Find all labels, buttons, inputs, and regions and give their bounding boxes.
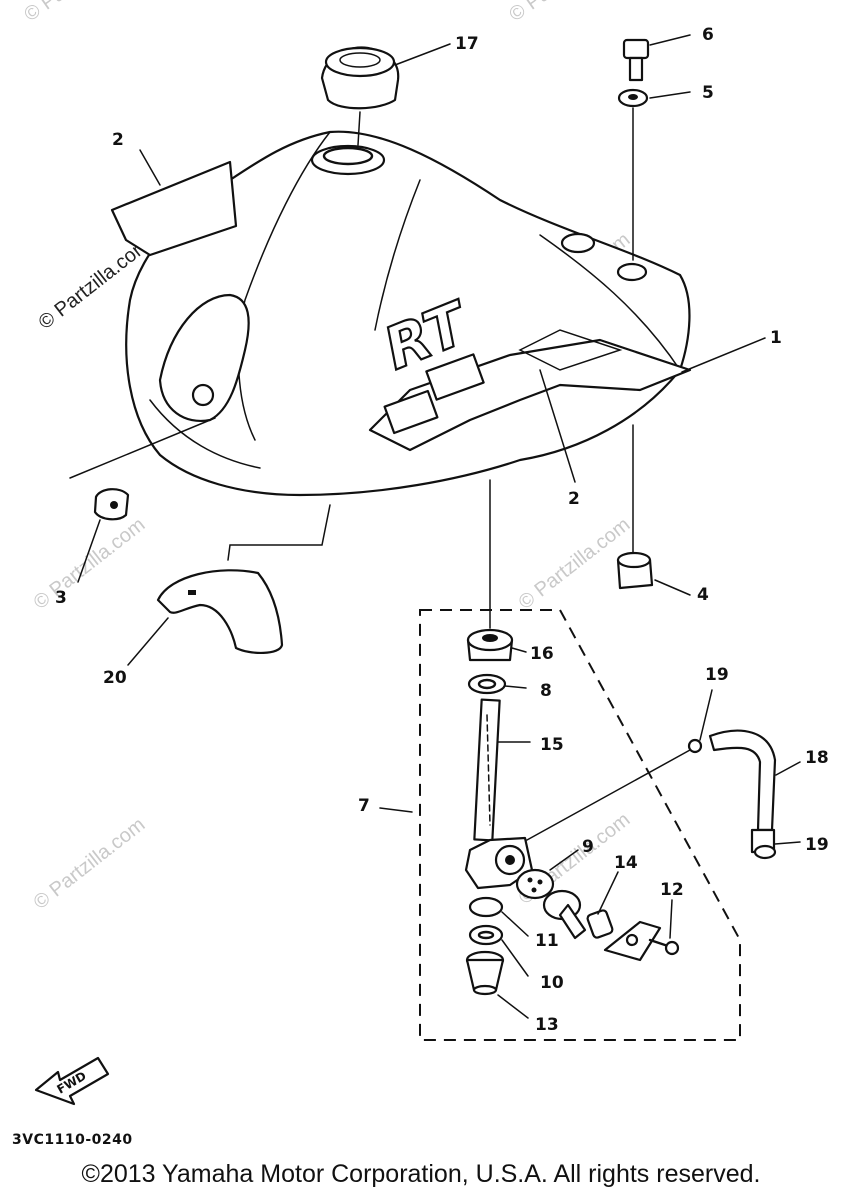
leader-line (69, 417, 216, 479)
leader-line (501, 939, 529, 977)
filter (468, 896, 504, 918)
leader-line (379, 807, 413, 813)
watermark: © Partzilla.com (515, 514, 635, 614)
leader-line (649, 91, 691, 99)
leader-line (497, 994, 529, 1019)
leader-line (775, 761, 801, 776)
callout-9: 9 (582, 837, 594, 857)
leader-line (139, 149, 161, 186)
leader-line (774, 841, 801, 845)
callout-19-bottom: 19 (805, 835, 829, 855)
fuel-cup (465, 950, 505, 996)
fuel-cap (320, 46, 400, 146)
hose-clip (687, 738, 703, 754)
cover-plate (603, 920, 662, 962)
leader-line (526, 749, 691, 841)
hose-clip (750, 828, 777, 860)
forward-arrow-icon: FWD (34, 1056, 110, 1106)
fuel-hose (708, 729, 777, 832)
leader-line (394, 43, 451, 66)
callout-14: 14 (614, 853, 638, 873)
leader-line (127, 617, 169, 666)
washer (617, 88, 649, 108)
fuel-tank: RT (125, 130, 692, 497)
spring-plate (586, 909, 614, 939)
callout-5: 5 (702, 83, 714, 103)
callout-6: 6 (702, 25, 714, 45)
fuel-cock-assembly-box (419, 609, 741, 1041)
leader-line (227, 504, 331, 561)
leader-line (504, 685, 527, 689)
callout-17: 17 (455, 34, 479, 54)
callout-20: 20 (103, 668, 127, 688)
callout-4: 4 (697, 585, 709, 605)
damper (616, 551, 654, 590)
tank-cover (156, 569, 284, 654)
leader-line (549, 849, 579, 871)
watermark: © Partzilla.com (30, 814, 150, 914)
o-ring (467, 673, 507, 695)
callout-15: 15 (540, 735, 564, 755)
diagram-code: 3VC1110-0240 (12, 1132, 133, 1148)
fuel-cock-body (464, 836, 534, 890)
callout-18: 18 (805, 748, 829, 768)
leader-line (501, 911, 529, 937)
leader-line (597, 871, 619, 915)
callout-2-upper: 2 (112, 130, 124, 150)
callout-11: 11 (535, 931, 559, 951)
watermark: © Parts (20, 0, 87, 26)
screw (648, 938, 680, 956)
leader-line (77, 519, 101, 583)
fuel-pipe (473, 698, 501, 842)
gasket (515, 868, 555, 900)
leader-line (649, 34, 691, 46)
side-decal (110, 160, 238, 257)
front-damper (93, 488, 130, 521)
o-ring (468, 924, 504, 946)
leader-line (654, 579, 691, 596)
leader-line (681, 337, 766, 373)
copyright-notice: ©2013 Yamaha Motor Corporation, U.S.A. A… (81, 1160, 761, 1188)
callout-8: 8 (540, 681, 552, 701)
callout-12: 12 (660, 880, 684, 900)
leader-line (539, 369, 576, 483)
fuel-lever (542, 889, 587, 940)
callout-10: 10 (540, 973, 564, 993)
leader-line (699, 689, 713, 741)
leader-line (669, 899, 673, 939)
watermark: © Parts (505, 0, 572, 26)
nut (466, 628, 514, 662)
callout-16: 16 (530, 644, 554, 664)
callout-2-lower: 2 (568, 489, 580, 509)
watermark: © Partzilla.com (30, 514, 150, 614)
callout-7: 7 (358, 796, 370, 816)
callout-13: 13 (535, 1015, 559, 1035)
leader-line (511, 647, 527, 653)
callout-19-top: 19 (705, 665, 729, 685)
bolt (622, 38, 650, 82)
callout-1: 1 (770, 328, 782, 348)
callout-3: 3 (55, 588, 67, 608)
o-ring-inner (477, 678, 497, 690)
o-ring-inner (477, 930, 495, 940)
